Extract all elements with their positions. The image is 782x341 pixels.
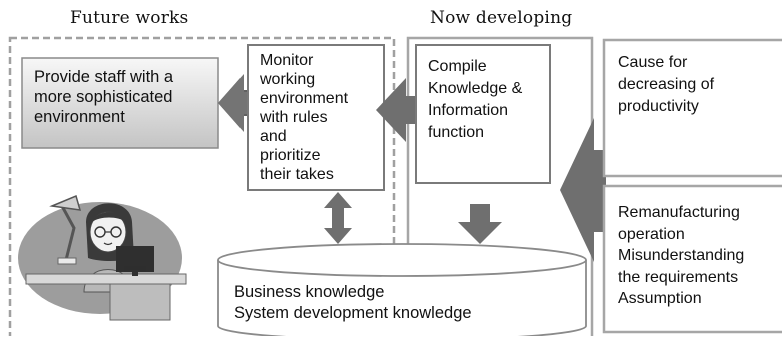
provide-staff-line: more sophisticated	[34, 88, 173, 106]
cause-line: Cause for	[618, 54, 688, 71]
person-at-desk-icon	[18, 194, 187, 321]
compile-text: Compile Knowledge & Information function	[428, 56, 550, 144]
monitor-line: and	[260, 128, 287, 145]
reman-line: Assumption	[618, 290, 702, 307]
compile-line: Knowledge &	[428, 80, 523, 97]
reman-line: operation	[618, 225, 685, 243]
cause-line: decreasing of	[618, 76, 715, 93]
monitor-line: environment	[260, 90, 349, 107]
compile-line: Information	[428, 102, 509, 119]
provide-staff-box	[21, 57, 219, 149]
provide-staff-line: Provide staff with a	[34, 68, 174, 86]
database-text: Business knowledge System development kn…	[234, 282, 574, 324]
now-developing-header: Now developing	[430, 8, 573, 28]
down-arrow	[458, 204, 502, 244]
double-arrow	[324, 192, 352, 244]
compile-line: function	[428, 124, 485, 141]
cause-line: productivity	[618, 98, 699, 115]
reman-text: Remanufacturing operation Misunderstandi…	[618, 202, 782, 310]
cause-text: Cause for decreasing of productivity	[618, 52, 782, 118]
reman-box	[602, 184, 782, 334]
provide-staff-text: Provide staff with a more sophisticated …	[34, 67, 218, 127]
monitor-line: prioritize	[260, 147, 321, 164]
future-works-header: Future works	[70, 8, 189, 28]
monitor-box	[247, 44, 385, 191]
middle-arrow	[376, 78, 416, 142]
monitor-line: their takes	[260, 166, 334, 183]
reman-line: Remanufacturing	[618, 204, 740, 221]
monitor-line: working	[260, 71, 316, 88]
left-arrow-body	[218, 74, 248, 132]
database-top	[217, 243, 587, 277]
reman-line: the requirements	[618, 268, 739, 286]
database-line: Business knowledge	[234, 283, 385, 301]
monitor-line: Monitor	[260, 52, 314, 69]
right-arrow	[560, 118, 606, 262]
database-line: System development knowledge	[234, 304, 472, 322]
reman-line: Misunderstanding	[618, 247, 745, 264]
provide-staff-line: environment	[34, 108, 125, 126]
compile-box	[415, 44, 551, 184]
cause-box	[602, 38, 782, 178]
compile-line: Compile	[428, 58, 487, 75]
monitor-text: Monitor working environment with rules a…	[260, 51, 382, 184]
monitor-line: with rules	[260, 109, 328, 126]
